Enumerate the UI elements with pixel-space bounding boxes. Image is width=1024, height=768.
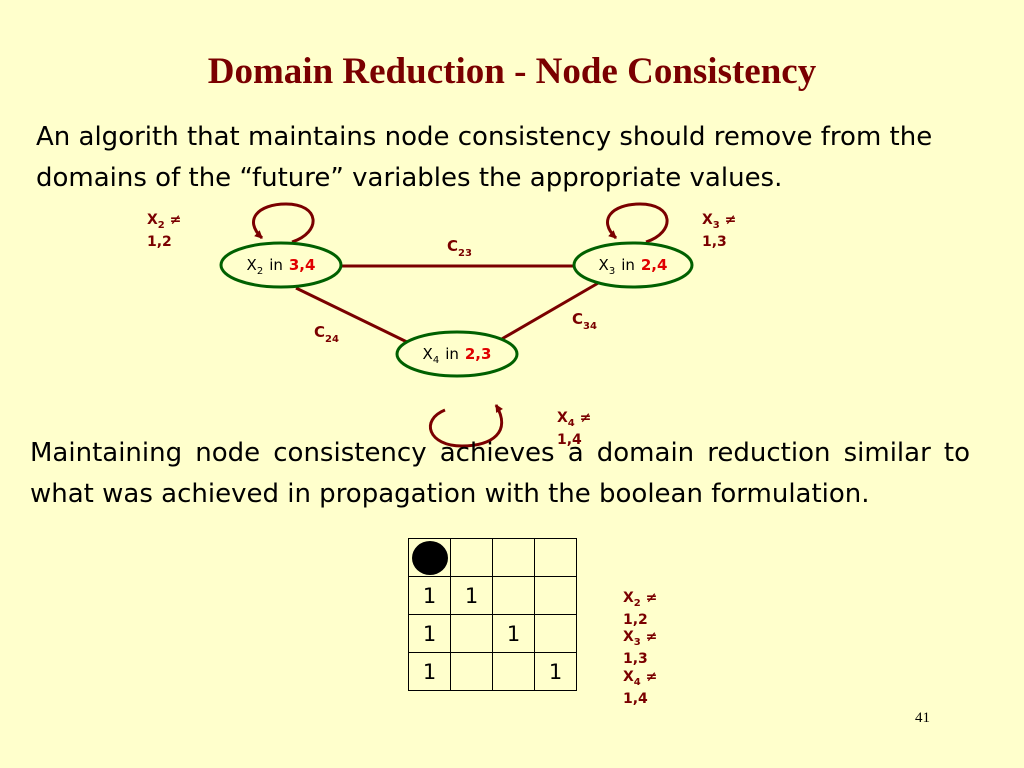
table-cell	[492, 576, 535, 615]
table-cell	[408, 538, 451, 577]
edge-c23-label: C23	[447, 237, 472, 259]
table-cell	[450, 652, 493, 691]
table-cell: 1	[408, 652, 451, 691]
table-row: 1 1	[408, 576, 577, 615]
table-cell: 1	[492, 614, 535, 653]
self-loop-x3	[606, 202, 669, 244]
edge-c34-label: C34	[572, 310, 597, 332]
node-x3	[572, 241, 694, 289]
table-cell	[450, 538, 493, 577]
unary-x3-label: X3 ≠ 1,3	[702, 212, 737, 250]
table-cell	[534, 576, 577, 615]
node-x2	[219, 241, 343, 289]
table-cell: 1	[534, 652, 577, 691]
conclusion-paragraph: Maintaining node consistency achieves a …	[30, 438, 970, 509]
unary-x2-label: X2 ≠ 1,2	[147, 212, 182, 250]
table-cell	[534, 538, 577, 577]
intro-paragraph: An algorith that maintains node consiste…	[36, 122, 933, 193]
table-constraint-x3: X3 ≠ 1,3	[623, 629, 658, 667]
table-cell: 1	[450, 576, 493, 615]
page-number: 41	[915, 710, 930, 726]
self-loop-x4	[428, 404, 504, 448]
table-cell	[492, 538, 535, 577]
table-row: 1 1	[408, 652, 577, 691]
edge-c24	[295, 286, 408, 344]
table-cell	[492, 652, 535, 691]
table-row: 1 1	[408, 614, 577, 653]
self-loop-x2	[252, 202, 315, 244]
filled-circle-icon	[411, 540, 448, 575]
table-constraint-x4: X4 ≠ 1,4	[623, 669, 658, 707]
slide-title: Domain Reduction - Node Consistency	[207, 51, 817, 92]
table-cell: 1	[408, 614, 451, 653]
edge-c24-label: C24	[314, 323, 339, 345]
table-row	[408, 538, 577, 577]
table-cell	[534, 614, 577, 653]
table-cell: 1	[408, 576, 451, 615]
boolean-table: 1 1 1 1 1 1	[408, 538, 577, 691]
unary-x4-label: X4 ≠ 1,4	[557, 410, 592, 448]
edge-c34	[499, 280, 601, 342]
table-constraint-x2: X2 ≠ 1,2	[623, 590, 658, 628]
node-x4	[395, 330, 519, 378]
table-cell	[450, 614, 493, 653]
